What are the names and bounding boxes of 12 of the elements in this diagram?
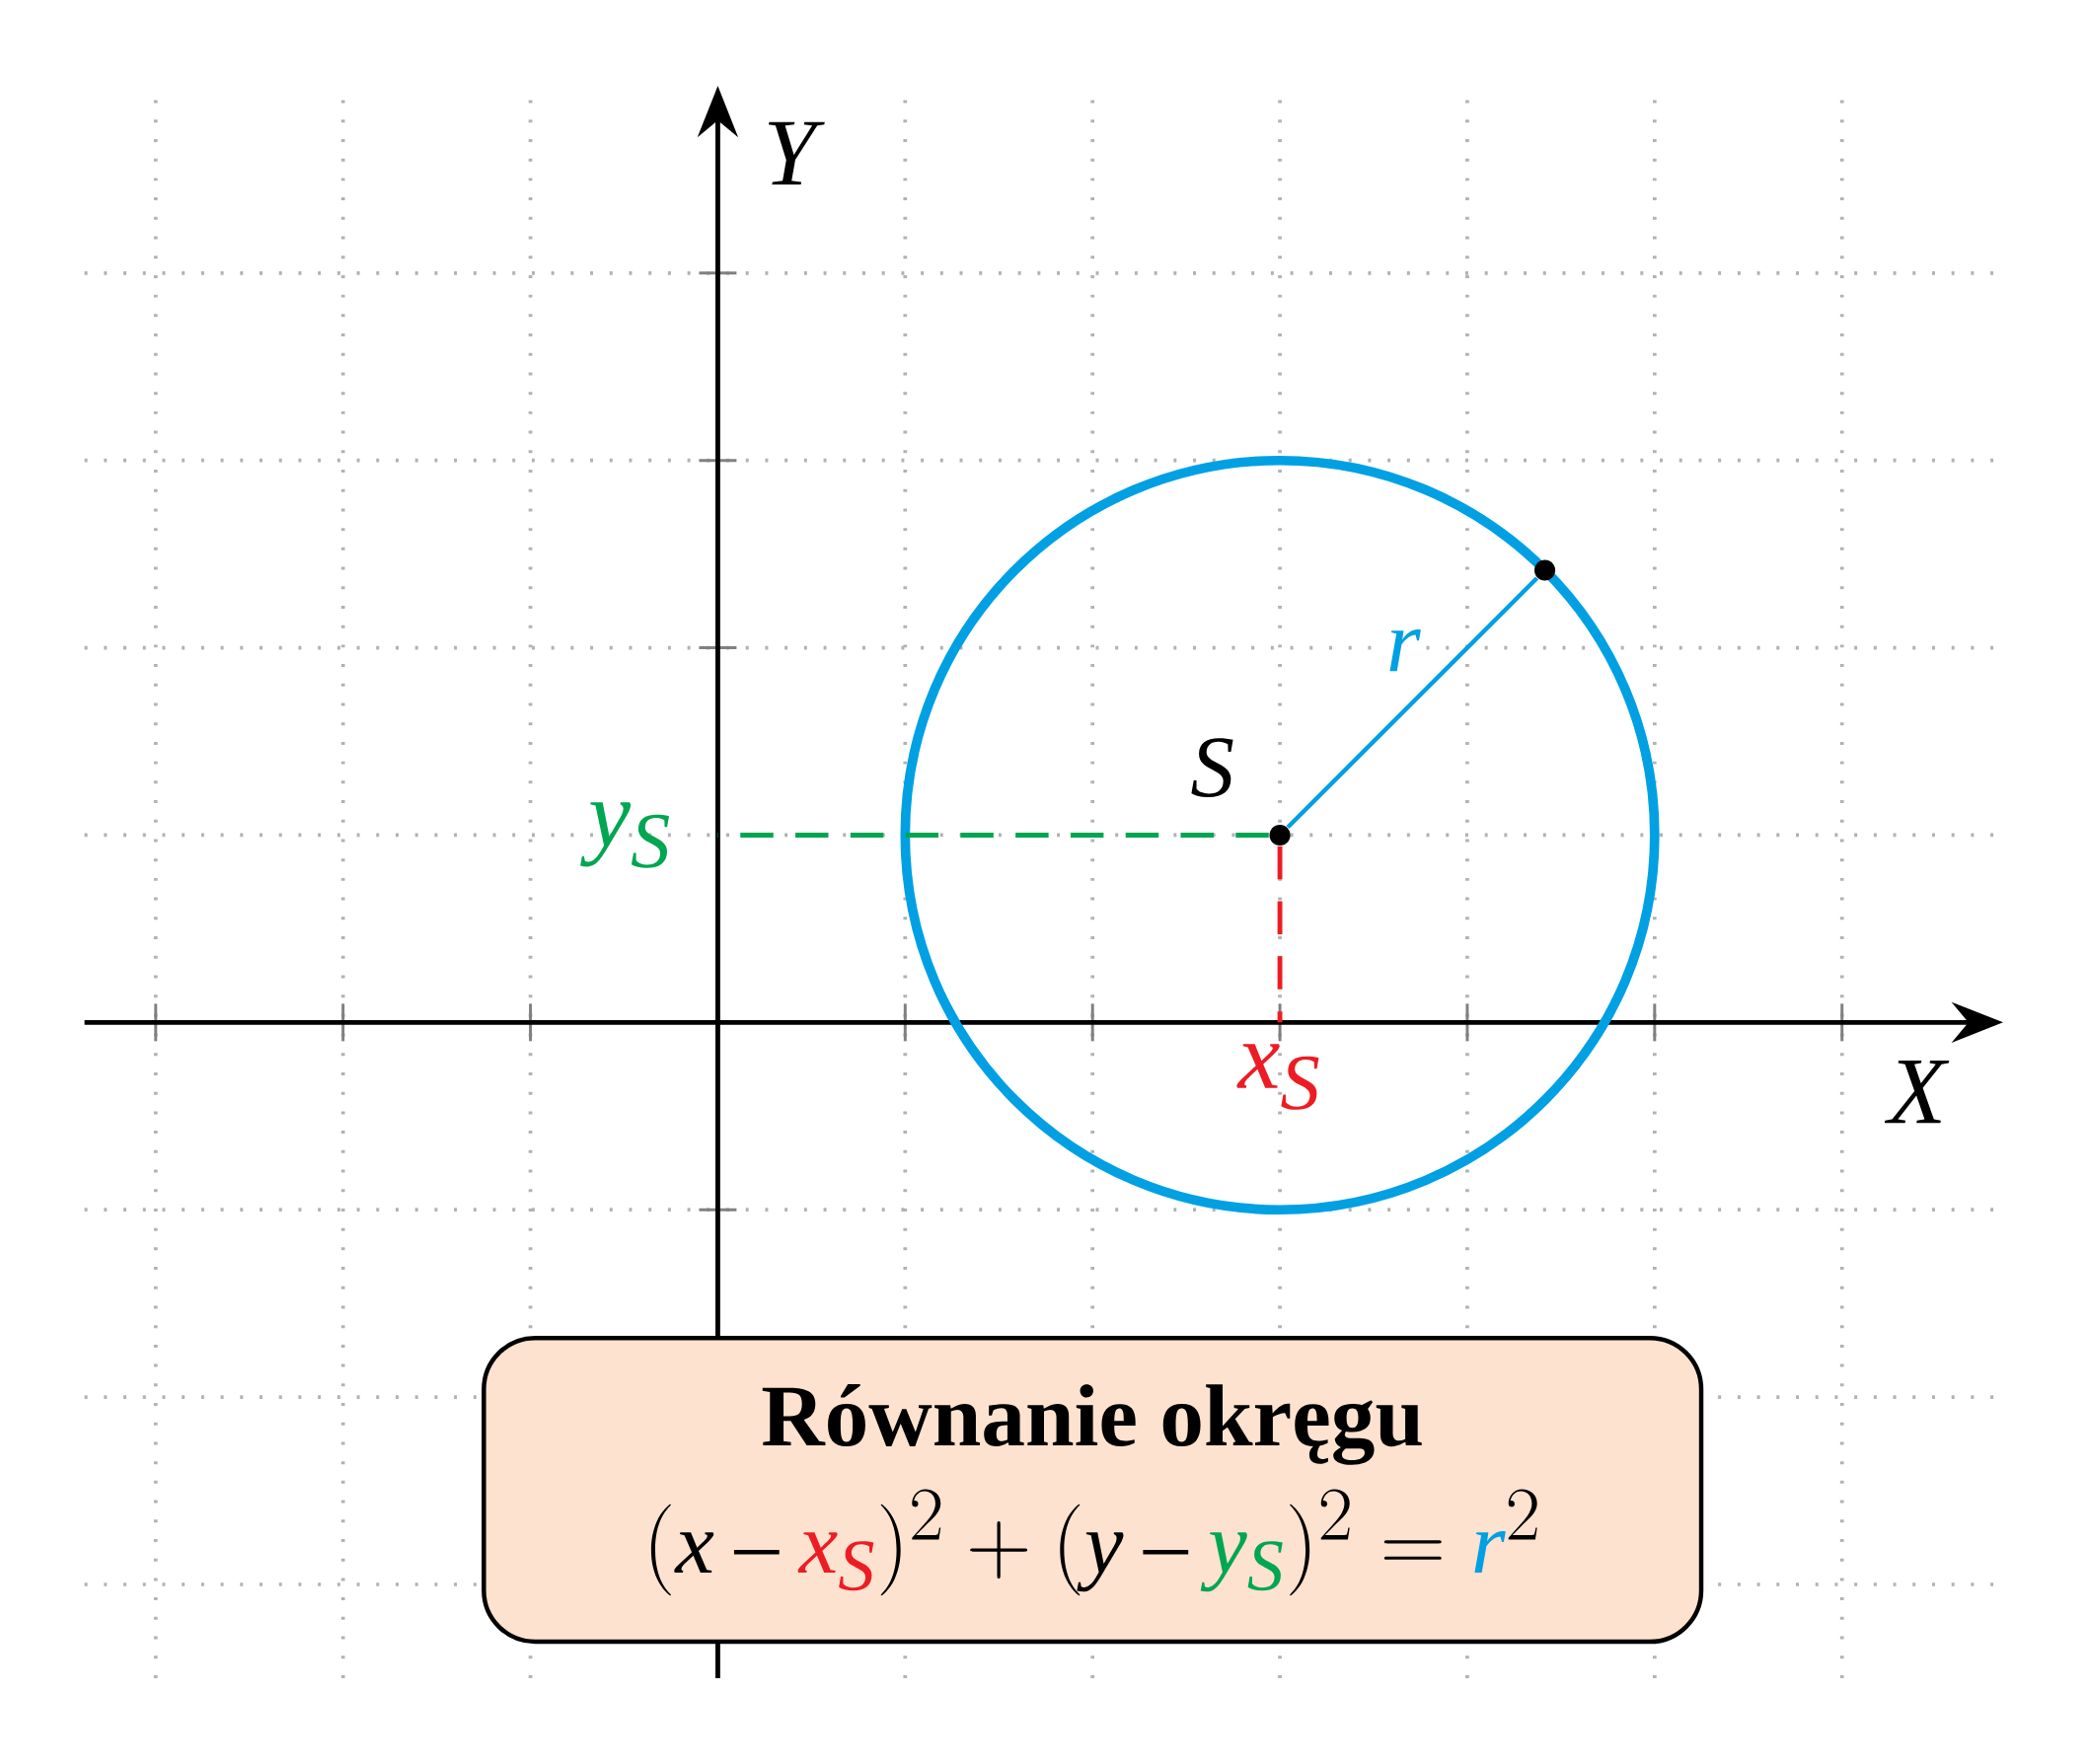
radius-line <box>1286 576 1539 829</box>
point <box>1269 824 1291 846</box>
coordinate-label: x$_{S}$ <box>1236 1044 1319 1110</box>
edge-label: r <box>1382 625 1425 675</box>
projection-line <box>717 833 1269 838</box>
projection-line <box>1277 845 1283 1023</box>
point-label: S <box>1191 738 1233 798</box>
axis-label: X <box>1884 1057 1950 1127</box>
coordinate-label: y$_{S}$ <box>580 802 669 868</box>
axis-label: Y <box>759 117 825 188</box>
formula-box: Równanie okręgu $(x-{\color[HTML]{ED1C24}x_S})^2+(y-{\color[HTML]{00A651}y_S})^2={\color[HTML]{00A0E3}r}^2$ <box>482 1335 1704 1645</box>
point <box>1534 559 1556 581</box>
